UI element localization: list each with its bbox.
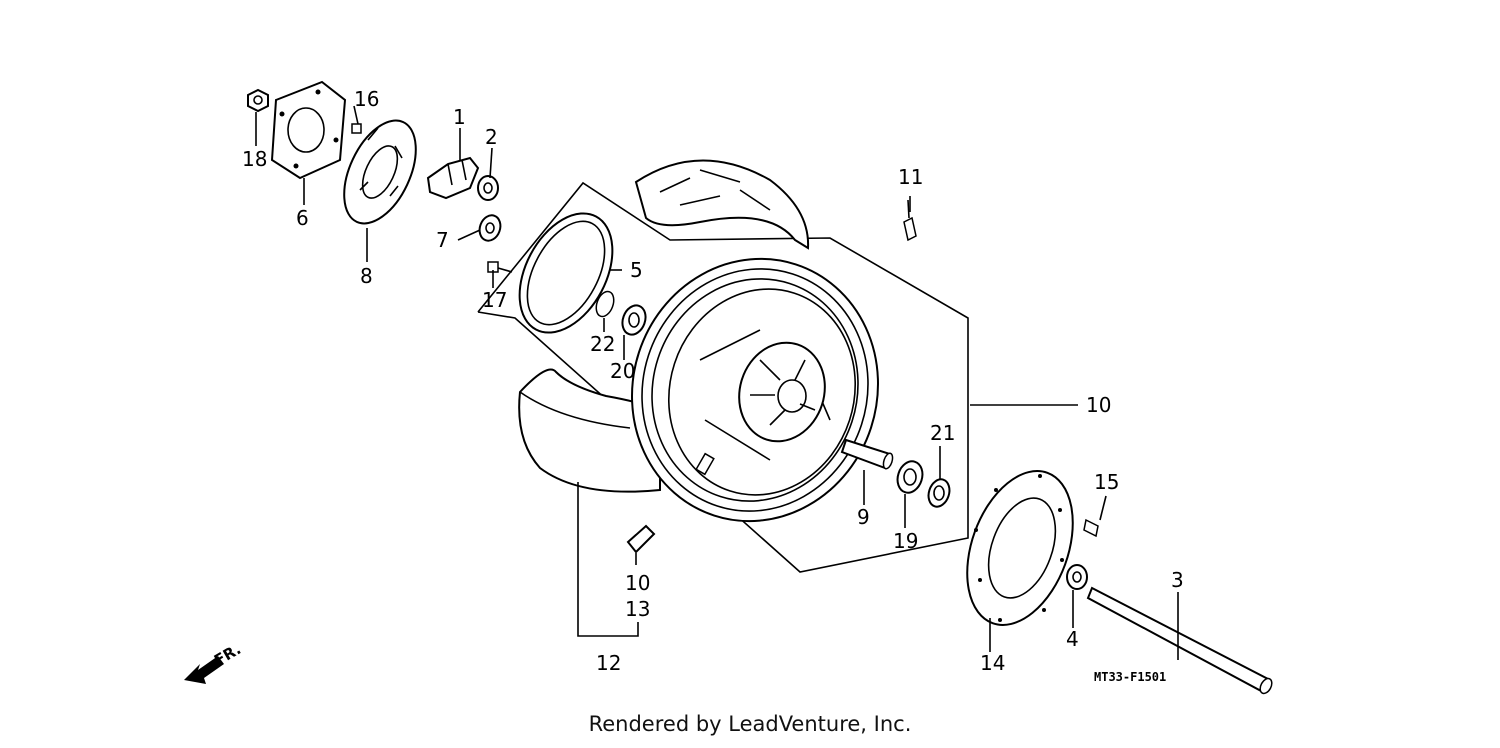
part-16-bolt	[351, 123, 362, 134]
callout-11: 11	[898, 165, 923, 189]
part-4-collar	[1066, 564, 1088, 590]
callout-15: 15	[1094, 470, 1119, 494]
callout-16: 16	[354, 87, 379, 111]
callout-22: 22	[590, 332, 615, 356]
part-22-ring	[595, 290, 615, 318]
callout-9: 9	[857, 505, 870, 529]
callout-7: 7	[436, 228, 449, 252]
callout-3: 3	[1171, 568, 1184, 592]
part-21-seal	[927, 478, 951, 508]
part-10-valve-stem	[626, 524, 656, 565]
callout-17: 17	[482, 288, 507, 312]
part-15-bolt	[1083, 518, 1099, 538]
part-11-valve	[903, 199, 917, 242]
callout-1: 1	[453, 105, 466, 129]
tire	[634, 159, 810, 250]
callout-14: 14	[980, 651, 1005, 675]
callout-13: 13	[625, 597, 650, 621]
callout-20: 20	[610, 359, 635, 383]
callout-19: 19	[893, 529, 918, 553]
part-19-bearing	[896, 460, 924, 494]
leader-lines	[255, 105, 1179, 660]
part-7-washer	[478, 214, 502, 242]
part-2-collar	[477, 175, 499, 201]
front-direction-arrow: FR.	[184, 640, 244, 684]
part-5-ring	[518, 212, 614, 334]
callout-2: 2	[485, 125, 498, 149]
callout-6: 6	[296, 206, 309, 230]
part-14-brake-disc	[966, 470, 1074, 626]
part-1-damper	[426, 156, 480, 200]
callout-8: 8	[360, 264, 373, 288]
part-9-spacer	[840, 438, 894, 470]
callout-labels: 1 2 3 4 5 6 7 8 9 10 10 11 12 13 14 15 1…	[242, 87, 1184, 675]
callout-4: 4	[1066, 627, 1079, 651]
callout-5: 5	[630, 258, 643, 282]
callout-18: 18	[242, 147, 267, 171]
part-3-axle	[1086, 586, 1273, 695]
callout-10: 10	[1086, 393, 1111, 417]
part-18-nut	[247, 88, 269, 113]
callout-10-lower: 10	[625, 571, 650, 595]
wheel-rim	[631, 257, 879, 523]
part-6-flange	[270, 80, 347, 180]
part-17-bolt	[487, 261, 513, 273]
part-8-plate	[343, 119, 417, 225]
render-credit: Rendered by LeadVenture, Inc.	[588, 712, 912, 736]
figure-code: MT33-F1501	[1094, 670, 1166, 684]
part-20-bearing	[621, 304, 647, 336]
callout-21: 21	[930, 421, 955, 445]
callout-12: 12	[596, 651, 621, 675]
